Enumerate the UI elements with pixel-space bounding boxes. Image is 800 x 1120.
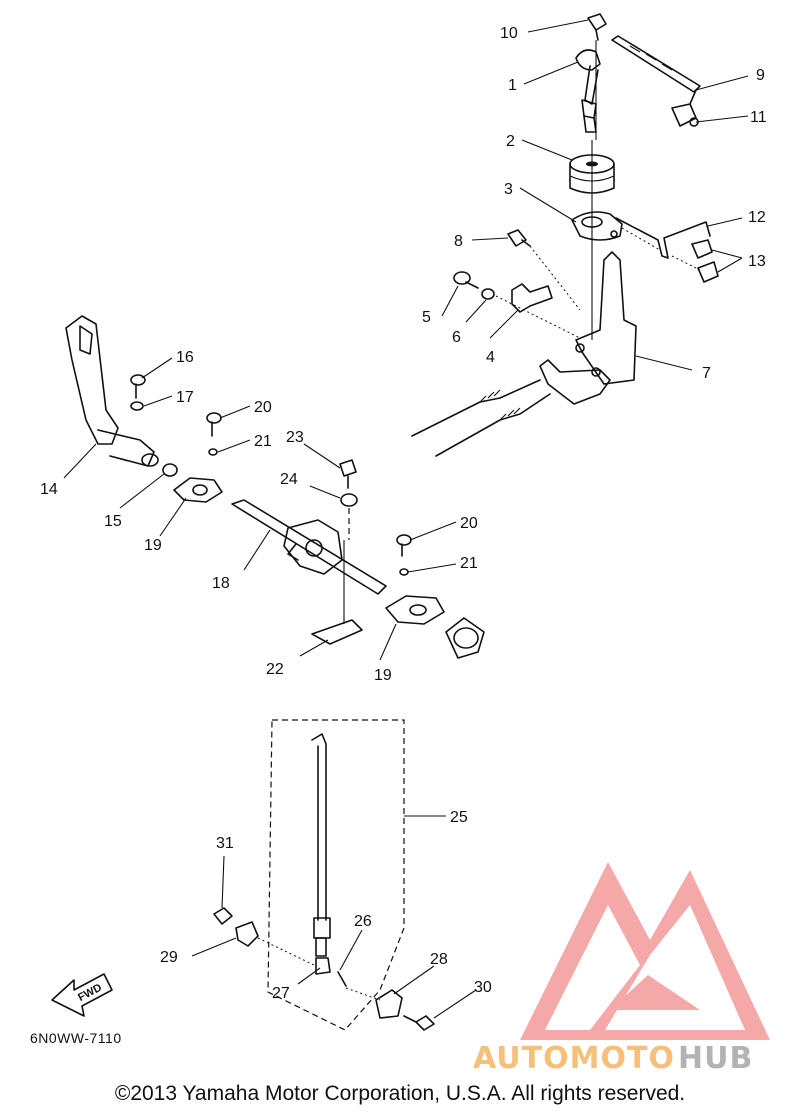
callout-17: 17 [176, 389, 194, 406]
part-5-bolt [453, 271, 479, 289]
part-4-bracket [495, 283, 581, 339]
callout-3: 3 [504, 181, 513, 198]
part-20-bolt-lower [396, 534, 412, 557]
part-9-rod [611, 35, 701, 105]
callout-1: 1 [508, 77, 517, 94]
callout-20-upper: 20 [254, 399, 272, 416]
part-27-joint [315, 957, 331, 975]
part-30-bolt [403, 1015, 435, 1031]
part-7-bracket [539, 251, 637, 405]
part-12-rod [615, 217, 711, 259]
watermark-logo [520, 862, 770, 1040]
callout-6: 6 [452, 329, 461, 346]
part-19-holder-left [173, 477, 223, 503]
callout-10: 10 [500, 25, 518, 42]
callout-29: 29 [160, 949, 178, 966]
part-19-holder-right [385, 595, 445, 625]
callout-19-left: 19 [144, 537, 162, 554]
callout-27: 27 [272, 985, 290, 1002]
end-cap [445, 617, 485, 659]
callout-numbers: 10 1 2 3 8 5 6 4 9 11 12 13 7 16 17 14 1… [40, 25, 767, 1002]
callout-leaders [63, 19, 749, 1019]
watermark-text-2: HUB [678, 1041, 753, 1076]
part-15-washer [162, 463, 178, 477]
part-11-clip [671, 103, 699, 127]
part-21-washer-upper [208, 448, 218, 456]
watermark-text-1: AUTOMOTO [473, 1041, 675, 1076]
catalog-code: 6N0WW-7110 [30, 1030, 122, 1046]
part-8-bolt [507, 229, 581, 311]
part-24-washer [340, 493, 358, 507]
callout-26: 26 [354, 913, 372, 930]
callout-7: 7 [702, 365, 711, 382]
part-16-bolt [130, 374, 146, 399]
callout-31: 31 [216, 835, 234, 852]
part-22-plate [311, 540, 363, 645]
callout-21-upper: 21 [254, 433, 272, 450]
callout-23: 23 [286, 429, 304, 446]
part-10-screw [587, 13, 607, 41]
part-31-nut [213, 907, 233, 925]
part-23-bolt [339, 459, 357, 489]
part-29-clip [235, 921, 259, 947]
part-21-washer-lower [399, 568, 409, 576]
part-1-arm [575, 40, 601, 140]
callout-8: 8 [454, 233, 463, 250]
part-13-clips [671, 239, 719, 283]
callout-28: 28 [430, 951, 448, 968]
part-17-washer [130, 401, 144, 411]
callout-9: 9 [756, 67, 765, 84]
copyright-notice: ©2013 Yamaha Motor Corporation, U.S.A. A… [114, 1082, 686, 1105]
part-18-shaft [231, 499, 387, 595]
part-25-rod [311, 733, 331, 957]
part-3-plate [571, 211, 623, 241]
part-20-bolt-upper [206, 412, 222, 437]
part-28-holder [375, 989, 403, 1019]
callout-20-lower: 20 [460, 515, 478, 532]
callout-13: 13 [748, 253, 766, 270]
callout-4: 4 [486, 349, 495, 366]
callout-16: 16 [176, 349, 194, 366]
callout-5: 5 [422, 309, 431, 326]
callout-11: 11 [750, 109, 767, 126]
part-14-lever [65, 315, 159, 467]
part-6-washer [481, 288, 495, 300]
callout-25: 25 [450, 809, 468, 826]
fwd-arrow-icon: FWD [51, 973, 113, 1017]
callout-14: 14 [40, 481, 58, 498]
callout-21-lower: 21 [460, 555, 478, 572]
callout-15: 15 [104, 513, 122, 530]
callout-2: 2 [506, 133, 515, 150]
part-26-pin [337, 971, 347, 987]
fwd-label: FWD [76, 982, 104, 1004]
callout-24: 24 [280, 471, 298, 488]
callout-19-right: 19 [374, 667, 392, 684]
callout-12: 12 [748, 209, 766, 226]
callout-30: 30 [474, 979, 492, 996]
shift-cables [411, 379, 551, 457]
callout-18: 18 [212, 575, 230, 592]
callout-22: 22 [266, 661, 284, 678]
part-25-kit-box [267, 719, 405, 1031]
